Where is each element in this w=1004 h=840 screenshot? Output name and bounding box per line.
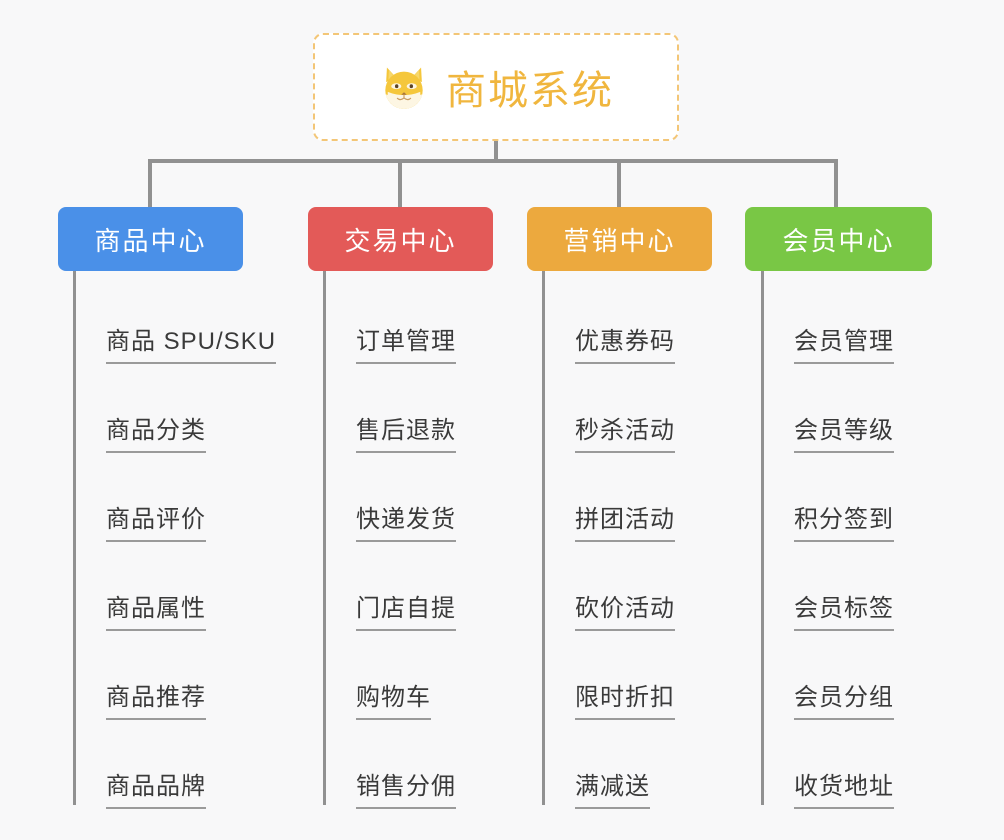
leaf-label: 会员标签 xyxy=(794,588,894,631)
branch-column-4: 会员中心 会员管理 会员等级 积分签到 会员标签 会员分组 收货地址 xyxy=(745,207,965,809)
leaf-label: 拼团活动 xyxy=(575,499,675,542)
category-header-3[interactable]: 营销中心 xyxy=(527,207,712,271)
leaf-label: 商品推荐 xyxy=(106,677,206,720)
leaf-item[interactable]: 拼团活动 xyxy=(527,453,747,542)
leaf-label: 商品分类 xyxy=(106,410,206,453)
leaf-item[interactable]: 优惠券码 xyxy=(527,275,747,364)
leaf-label: 商品 SPU/SKU xyxy=(106,321,277,364)
category-title-1: 商品中心 xyxy=(94,225,207,256)
leaf-list-2: 订单管理 售后退款 快递发货 门店自提 购物车 销售分佣 xyxy=(308,271,538,809)
category-title-3: 营销中心 xyxy=(563,225,676,256)
branch-column-1: 商品中心 商品 SPU/SKU 商品分类 商品评价 商品属性 商品推荐 商品品牌 xyxy=(58,207,288,809)
leaf-item[interactable]: 商品 SPU/SKU xyxy=(58,275,288,364)
category-title-2: 交易中心 xyxy=(344,225,457,256)
leaf-item[interactable]: 砍价活动 xyxy=(527,542,747,631)
leaf-item[interactable]: 商品分类 xyxy=(58,364,288,453)
leaf-list-4: 会员管理 会员等级 积分签到 会员标签 会员分组 收货地址 xyxy=(745,271,965,809)
leaf-item[interactable]: 快递发货 xyxy=(308,453,538,542)
leaf-label: 快递发货 xyxy=(356,499,456,542)
leaf-label: 砍价活动 xyxy=(575,588,675,631)
leaf-label: 商品评价 xyxy=(106,499,206,542)
branch-column-3: 营销中心 优惠券码 秒杀活动 拼团活动 砍价活动 限时折扣 满减送 xyxy=(527,207,747,809)
leaf-item[interactable]: 满减送 xyxy=(527,720,747,809)
leaf-label: 订单管理 xyxy=(356,321,456,364)
branch-column-2: 交易中心 订单管理 售后退款 快递发货 门店自提 购物车 销售分佣 xyxy=(308,207,538,809)
leaf-item[interactable]: 限时折扣 xyxy=(527,631,747,720)
leaf-label: 收货地址 xyxy=(794,766,894,809)
root-node-shop-system[interactable]: 商城系统 xyxy=(313,33,679,141)
leaf-item[interactable]: 秒杀活动 xyxy=(527,364,747,453)
leaf-label: 销售分佣 xyxy=(356,766,456,809)
leaf-item[interactable]: 收货地址 xyxy=(745,720,965,809)
leaf-label: 门店自提 xyxy=(356,588,456,631)
connector-horizontal-bus xyxy=(148,159,838,163)
leaf-item[interactable]: 购物车 xyxy=(308,631,538,720)
leaf-item[interactable]: 会员管理 xyxy=(745,275,965,364)
leaf-spine-4 xyxy=(761,271,764,805)
leaf-label: 售后退款 xyxy=(356,410,456,453)
category-header-2[interactable]: 交易中心 xyxy=(308,207,493,271)
leaf-label: 优惠券码 xyxy=(575,321,675,364)
connector-drop-1 xyxy=(148,159,152,207)
leaf-list-1: 商品 SPU/SKU 商品分类 商品评价 商品属性 商品推荐 商品品牌 xyxy=(58,271,288,809)
leaf-item[interactable]: 售后退款 xyxy=(308,364,538,453)
category-header-4[interactable]: 会员中心 xyxy=(745,207,932,271)
leaf-list-3: 优惠券码 秒杀活动 拼团活动 砍价活动 限时折扣 满减送 xyxy=(527,271,747,809)
leaf-item[interactable]: 会员标签 xyxy=(745,542,965,631)
category-title-4: 会员中心 xyxy=(782,225,895,256)
connector-root-stem xyxy=(494,141,498,163)
leaf-label: 商品属性 xyxy=(106,588,206,631)
leaf-item[interactable]: 销售分佣 xyxy=(308,720,538,809)
connector-drop-2 xyxy=(398,159,402,207)
leaf-label: 满减送 xyxy=(575,766,650,809)
leaf-item[interactable]: 订单管理 xyxy=(308,275,538,364)
leaf-item[interactable]: 商品评价 xyxy=(58,453,288,542)
leaf-item[interactable]: 会员等级 xyxy=(745,364,965,453)
leaf-label: 会员分组 xyxy=(794,677,894,720)
leaf-item[interactable]: 门店自提 xyxy=(308,542,538,631)
leaf-label: 购物车 xyxy=(356,677,431,720)
root-title: 商城系统 xyxy=(446,69,614,113)
leaf-label: 秒杀活动 xyxy=(575,410,675,453)
leaf-item[interactable]: 商品属性 xyxy=(58,542,288,631)
leaf-label: 限时折扣 xyxy=(575,677,675,720)
leaf-spine-3 xyxy=(542,271,545,805)
connector-drop-3 xyxy=(617,159,621,207)
leaf-item[interactable]: 商品推荐 xyxy=(58,631,288,720)
leaf-item[interactable]: 积分签到 xyxy=(745,453,965,542)
category-header-1[interactable]: 商品中心 xyxy=(58,207,243,271)
leaf-label: 商品品牌 xyxy=(106,766,206,809)
leaf-spine-2 xyxy=(323,271,326,805)
leaf-label: 积分签到 xyxy=(794,499,894,542)
leaf-label: 会员等级 xyxy=(794,410,894,453)
leaf-item[interactable]: 商品品牌 xyxy=(58,720,288,809)
connector-drop-4 xyxy=(834,159,838,207)
shiba-inu-dog-face-icon xyxy=(378,61,430,113)
leaf-label: 会员管理 xyxy=(794,321,894,364)
leaf-item[interactable]: 会员分组 xyxy=(745,631,965,720)
leaf-spine-1 xyxy=(73,271,76,805)
